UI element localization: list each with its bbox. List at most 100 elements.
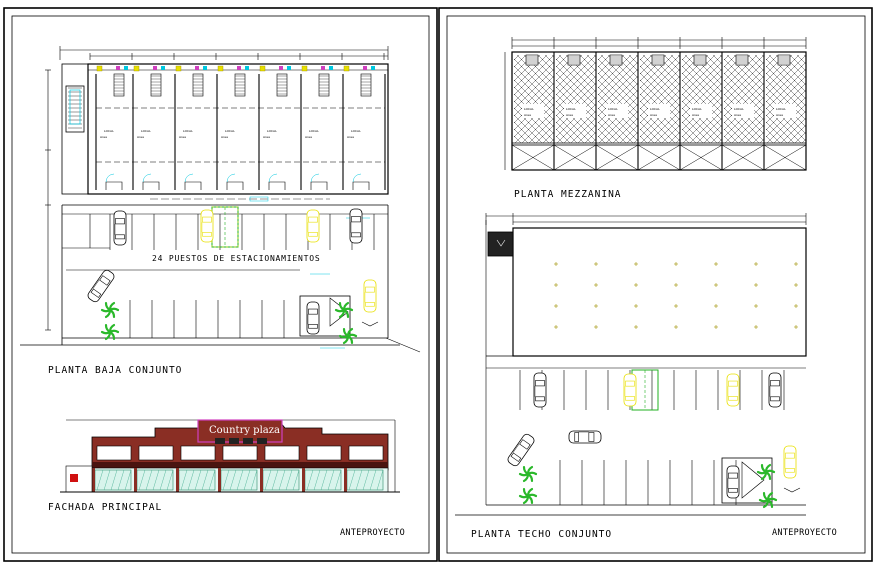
roof-corner-arrow <box>496 239 506 247</box>
tree-right-3-trunk <box>764 470 768 474</box>
tree-right-4 <box>758 491 778 509</box>
facade-sign: Country plaza <box>209 425 280 436</box>
sheet-frame-left <box>3 7 438 562</box>
stamp-left: ANTEPROYECTO <box>340 528 406 538</box>
roof-outline <box>512 227 807 357</box>
car-right-2-rear-window <box>625 396 635 401</box>
car-right-1-body <box>533 372 547 408</box>
arrow-mark <box>361 321 379 327</box>
tree-left-2 <box>100 323 120 341</box>
service-zone <box>61 63 89 195</box>
car-left-3-windshield <box>308 216 318 223</box>
sheet-inner-right <box>446 15 866 554</box>
mezz-label-box <box>774 104 796 118</box>
tree-right-3 <box>756 463 776 481</box>
glass-hatch <box>362 469 370 491</box>
glass-hatch <box>145 469 153 491</box>
car-right-1-windshield <box>535 380 545 387</box>
car-left-7-body <box>363 279 377 313</box>
glass-hatch <box>124 469 132 491</box>
store-door <box>184 181 202 190</box>
tree-right-2 <box>518 487 538 505</box>
column-marker-magenta <box>116 66 120 70</box>
store-door <box>226 181 244 190</box>
door-swing <box>142 173 152 183</box>
void-x2 <box>595 144 639 171</box>
glass-hatch <box>243 469 251 491</box>
stamp-right: ANTEPROYECTO <box>772 528 838 538</box>
glass-hatch <box>229 469 237 491</box>
roof-title: PLANTA TECHO CONJUNTO <box>471 529 613 540</box>
roof-island <box>721 457 773 504</box>
glass-hatch <box>117 469 125 491</box>
store-door <box>352 181 370 190</box>
glass-hatch <box>236 469 244 491</box>
car-right-7 <box>726 465 740 499</box>
storefront-glass <box>262 469 300 491</box>
car-left-4-windshield <box>351 216 361 223</box>
sign-letter-block <box>243 438 253 444</box>
car-left-6-rear-window <box>308 324 318 329</box>
column-marker-cyan <box>329 66 333 70</box>
sheet-frame-right <box>438 7 873 562</box>
column-marker-yellow <box>259 65 266 72</box>
elevation-fachada <box>60 419 400 493</box>
mezz-area: Area <box>566 113 573 117</box>
mezz-stair <box>777 54 791 66</box>
car-left-1 <box>113 210 127 246</box>
store-label-line: LOCAL <box>267 129 277 133</box>
tree-left-3-trunk <box>342 308 346 312</box>
mezz-bay-hatch <box>724 55 764 143</box>
store-label-line: LOCAL <box>104 129 114 133</box>
tree-right-2-trunk <box>526 494 530 498</box>
car-left-4-body <box>349 208 363 244</box>
glass-hatch <box>369 469 377 491</box>
store-label-line: LOCAL <box>309 129 319 133</box>
tree-left-1-trunk <box>108 308 112 312</box>
sheet-inner-left <box>11 15 430 554</box>
car-left-5 <box>87 269 115 303</box>
glass-hatch <box>180 469 188 491</box>
void-x2 <box>721 144 765 171</box>
car-right-8-windshield <box>785 452 795 459</box>
door-swing <box>310 173 320 183</box>
car-left-2-body <box>200 209 214 243</box>
car-left-4 <box>349 208 363 244</box>
void-x2 <box>637 144 681 171</box>
glass-hatch <box>166 469 174 491</box>
mezz-label: LOCAL <box>566 107 576 111</box>
upper-window <box>180 445 216 461</box>
mezz-label-box <box>564 104 586 118</box>
glass-hatch <box>250 469 258 491</box>
column-marker-yellow <box>133 65 140 72</box>
annex-red <box>70 474 78 482</box>
store-area-line: Area <box>347 135 354 139</box>
plan-techo <box>455 213 807 516</box>
parking-note: 24 PUESTOS DE ESTACIONAMIENTOS <box>152 254 321 263</box>
tree-right-1-trunk <box>526 472 530 476</box>
upper-window <box>306 445 342 461</box>
mezz-label: LOCAL <box>608 107 618 111</box>
upper-window <box>138 445 174 461</box>
column-marker-magenta <box>279 66 283 70</box>
glass-hatch <box>222 469 230 491</box>
dim-label-cyan <box>249 196 269 202</box>
column-marker-cyan <box>161 66 165 70</box>
mezz-label: LOCAL <box>692 107 702 111</box>
stair-left <box>65 85 85 133</box>
column-marker-magenta <box>153 66 157 70</box>
car-left-2-windshield <box>202 216 212 223</box>
car-right-5-body <box>568 430 602 444</box>
mezz-bay-hatch <box>598 55 638 143</box>
mezz-area: Area <box>776 113 783 117</box>
car-left-3-body <box>306 209 320 243</box>
car-right-3-rear-window <box>728 396 738 401</box>
column-marker-yellow <box>217 65 224 72</box>
roof-arrow <box>783 487 801 493</box>
mezz-stair <box>525 54 539 66</box>
mezz-area: Area <box>608 113 615 117</box>
car-right-2-body <box>623 373 637 407</box>
storefront-glass <box>94 469 132 491</box>
glass-hatch <box>334 469 342 491</box>
glass-hatch <box>278 469 286 491</box>
